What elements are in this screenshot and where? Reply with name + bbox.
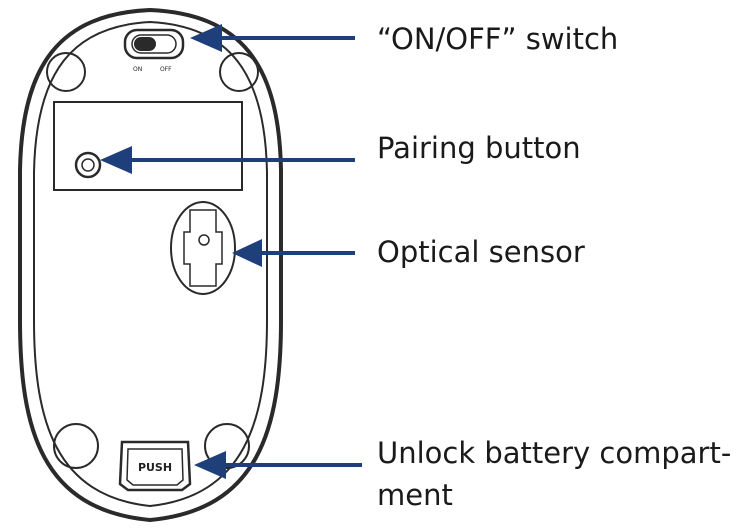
latch-inner xyxy=(126,448,184,486)
sensor-lens xyxy=(198,234,210,246)
sensor-inner-frame xyxy=(183,209,223,287)
switch-off-label: OFF xyxy=(160,66,172,73)
switch-arrow-head xyxy=(190,24,222,52)
pairing-label: Pairing button xyxy=(377,131,581,165)
battery-arrow-head xyxy=(194,451,226,479)
on-off-switch[interactable]: ON OFF xyxy=(123,28,185,73)
latch-push-label: PUSH xyxy=(138,461,172,474)
optical-sensor xyxy=(170,201,236,295)
pairing-button-inner xyxy=(81,158,95,172)
switch-slider xyxy=(134,37,156,51)
battery-latch[interactable]: PUSH xyxy=(118,440,192,492)
pairing-button[interactable] xyxy=(74,151,102,179)
sensor-arrow-head xyxy=(232,239,262,267)
latch-outer xyxy=(118,440,192,492)
mouse-outer-shell xyxy=(18,7,283,523)
bottom-right-foot-pad xyxy=(204,423,250,469)
mouse-inner-rim xyxy=(33,20,268,508)
sensor-label: Optical sensor xyxy=(377,235,585,269)
pairing-panel xyxy=(53,101,243,191)
top-right-foot-pad xyxy=(219,52,259,92)
switch-label: “ON/OFF” switch xyxy=(377,22,618,56)
arrows xyxy=(100,24,362,479)
sensor-outer-housing xyxy=(170,201,236,295)
callout-labels: “ON/OFF” switch Pairing button Optical s… xyxy=(377,22,731,512)
mouse-body xyxy=(18,7,283,523)
switch-on-label: ON xyxy=(133,66,142,73)
battery-label-line1: Unlock battery compart- xyxy=(377,436,731,470)
pairing-arrow-head xyxy=(100,146,132,174)
bottom-left-foot-pad xyxy=(53,423,99,469)
top-left-foot-pad xyxy=(46,52,86,92)
battery-label-line2: ment xyxy=(377,478,453,512)
